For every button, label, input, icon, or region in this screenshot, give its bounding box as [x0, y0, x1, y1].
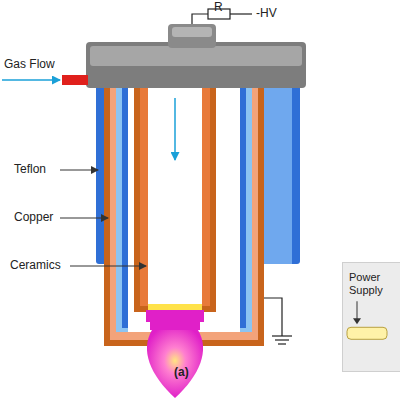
cap-highlight [90, 46, 302, 66]
copper-inner-electrode [134, 84, 216, 312]
gas-inlet-tube [62, 75, 88, 85]
ceramic-disk [148, 304, 202, 310]
leader-line [70, 266, 146, 267]
voltage-label: -HV [256, 7, 277, 20]
cap [86, 42, 306, 88]
copper-outer-light [110, 84, 258, 340]
arrow-head [353, 318, 361, 324]
leader-line [60, 170, 98, 171]
gas-gap [128, 84, 240, 322]
ground-symbol [264, 298, 292, 344]
gas-flow-arrow [2, 79, 60, 81]
resistor-label: R [214, 1, 223, 14]
plasma-plume [147, 330, 203, 398]
part-label: Copper [14, 211, 53, 224]
part-label: Gas Flow [4, 58, 55, 71]
power-supply-panel: Power Supply [342, 262, 400, 372]
cap-knob [168, 24, 216, 48]
copper-outer-electrode [104, 84, 264, 346]
plasma-neck [150, 322, 200, 330]
panel-label: (a) [174, 366, 189, 379]
gas-channel [148, 84, 202, 306]
gas-direction-arrow [174, 98, 176, 160]
plasma-disk [146, 310, 204, 322]
part-label: Ceramics [10, 259, 61, 272]
copper-inner-light [140, 84, 210, 306]
dielectric-layer [116, 84, 252, 332]
dielectric-dark [122, 84, 246, 328]
part-label: Teflon [14, 163, 46, 176]
leader-line [60, 218, 108, 219]
leader-line [357, 301, 358, 319]
power-supply-unit [347, 327, 387, 339]
panel-title: Power Supply [349, 271, 397, 296]
cap-knob-highlight [172, 27, 212, 37]
